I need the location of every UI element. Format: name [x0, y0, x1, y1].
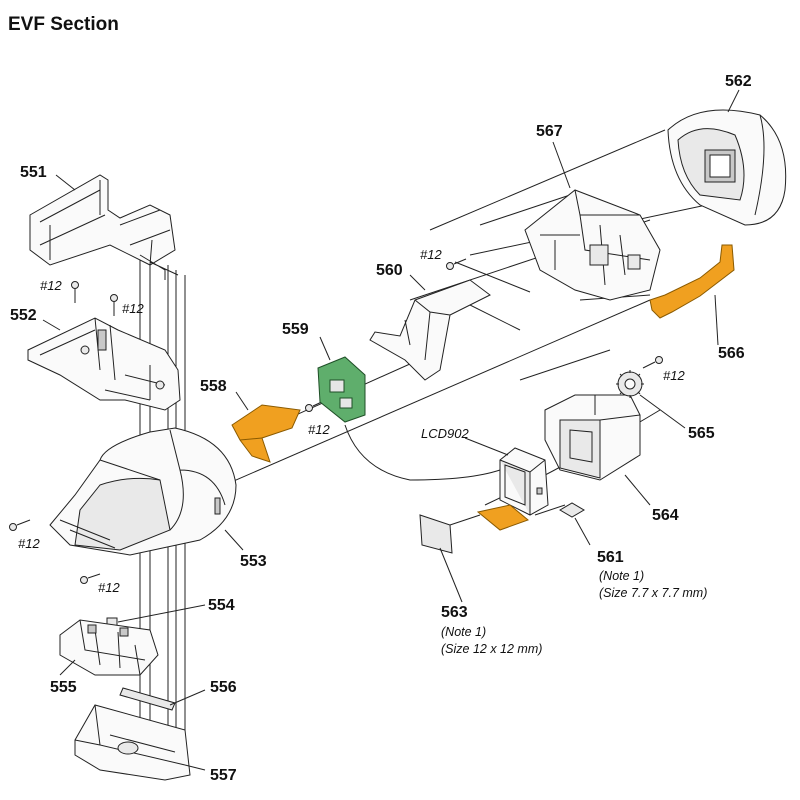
callout-565: 565: [688, 425, 715, 442]
callout-553: 553: [240, 553, 267, 570]
callout-554: 554: [208, 597, 235, 614]
part-560-bracket: [369, 279, 491, 381]
part-564-lcd-holder: [544, 394, 641, 481]
screw-label: #12: [98, 580, 120, 595]
screw-icon: [71, 281, 79, 303]
part-561-sheet: [559, 502, 585, 518]
callout-551: 551: [20, 164, 47, 181]
callout-564: 564: [652, 507, 679, 524]
part-563-sheet: [419, 514, 453, 554]
screw-icon: [9, 519, 31, 531]
screw-label: #12: [308, 422, 330, 437]
part-558-flex-cable: [231, 404, 301, 463]
lcd902-label: LCD902: [421, 426, 469, 441]
screw-label: #12: [18, 536, 40, 551]
page-title: EVF Section: [8, 14, 119, 35]
callout-567: 567: [536, 123, 563, 140]
callout-563: 563: [441, 604, 468, 621]
part-552-bracket: [27, 317, 181, 411]
note-563-line1: (Note 1): [441, 625, 486, 639]
screw-label: #12: [420, 247, 442, 262]
screw-labels: #12 #12 #12 #12 #12 #12 #12: [18, 247, 685, 595]
part-566-flex-cable: [649, 244, 735, 319]
callout-557: 557: [210, 767, 237, 784]
screw-label: #12: [663, 368, 685, 383]
screw-icon: [642, 356, 663, 369]
callout-labels: 551 552 553 554 555 556 557 558 559 560 …: [10, 73, 752, 784]
part-562-eyecup: [667, 109, 787, 226]
part-567-frame: [524, 189, 661, 301]
callout-566: 566: [718, 345, 745, 362]
callout-562: 562: [725, 73, 752, 90]
screw-icon: [80, 573, 101, 584]
note-563-line2: (Size 12 x 12 mm): [441, 642, 542, 656]
note-561-line2: (Size 7.7 x 7.7 mm): [599, 586, 707, 600]
part-551-top-bracket: [29, 174, 179, 280]
part-565-gear: [616, 370, 644, 398]
part-lcd902-display: [476, 447, 549, 531]
leader-lines: [42, 89, 740, 771]
screws: [9, 258, 663, 584]
callout-555: 555: [50, 679, 77, 696]
part-556-strip: [119, 687, 176, 711]
part-557-base-holder: [74, 704, 191, 781]
callout-560: 560: [376, 262, 403, 279]
note-561-line1: (Note 1): [599, 569, 644, 583]
screw-label: #12: [122, 301, 144, 316]
part-555-lower-bracket: [59, 619, 159, 676]
part-559-circuit-board: [317, 356, 366, 423]
callout-552: 552: [10, 307, 37, 324]
screw-icon: [110, 294, 118, 316]
callout-558: 558: [200, 378, 227, 395]
part-553-evf-cover: [49, 427, 237, 556]
screw-icon: [446, 258, 467, 270]
screw-label: #12: [40, 278, 62, 293]
callout-561: 561: [597, 549, 624, 566]
callout-556: 556: [210, 679, 237, 696]
callout-559: 559: [282, 321, 309, 338]
